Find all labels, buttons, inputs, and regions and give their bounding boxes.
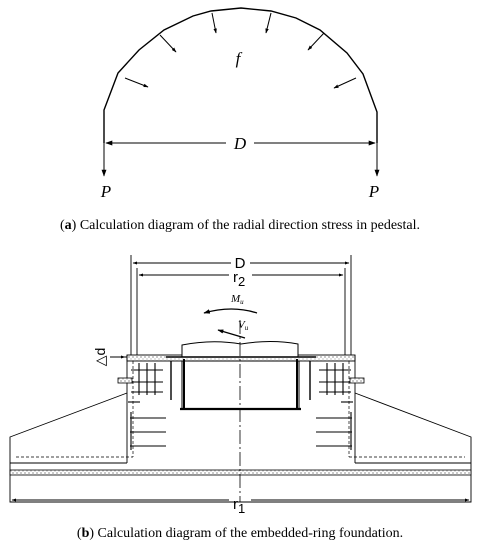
caption-a-text: Calculation diagram of the radial direct… (79, 218, 420, 233)
caption-b-tag: b (81, 526, 90, 541)
load-label-f: f (236, 49, 243, 68)
anchor-plate-right (349, 377, 365, 384)
offset-label: △d (92, 348, 108, 367)
force-label-right: P (368, 182, 379, 201)
force-label-left: P (100, 182, 111, 201)
semicircle-arch (103, 7, 378, 143)
radial-stress-arrows (124, 12, 357, 89)
shear-arrow (217, 329, 246, 339)
dim-label-d: D (235, 255, 246, 272)
span-label-d: D (233, 134, 247, 153)
moment-arrow (203, 308, 258, 314)
shear-label: Vu (238, 319, 249, 332)
embedded-ring (181, 360, 300, 410)
anchor-plate-left (117, 377, 133, 384)
caption-a: (a) Calculation diagram of the radial di… (59, 218, 420, 233)
bottom-rebar-layer (9, 469, 472, 476)
caption-b-text: Calculation diagram of the embedded-ring… (97, 526, 404, 541)
dim-label-r1: r1 (233, 496, 245, 516)
figure-a: f D P P (100, 7, 380, 201)
caption-a-tag: a (64, 218, 72, 233)
foundation-outline (9, 392, 472, 503)
rebar-cage-left (128, 363, 166, 450)
moment-label: Mu (230, 293, 244, 306)
figure-b (9, 255, 472, 503)
rebar-cage-right (316, 363, 353, 450)
figure-b-labels: D r2 Mu Vu △d r1 (92, 255, 249, 516)
caption-b: (b) Calculation diagram of the embedded-… (76, 526, 404, 541)
dim-label-r2: r2 (233, 269, 245, 289)
